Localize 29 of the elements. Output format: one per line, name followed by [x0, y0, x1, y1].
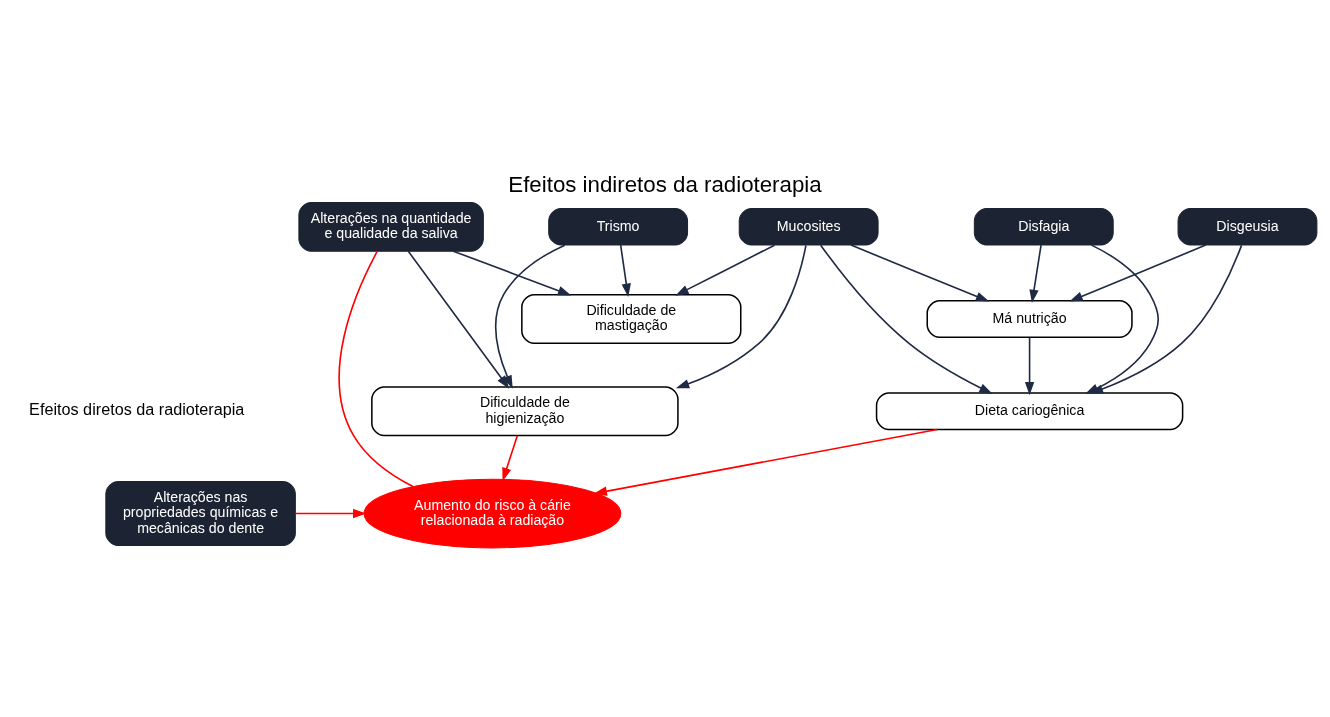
label: Efeitos diretos da radioterapia: [29, 399, 245, 418]
node-box: Mucosites: [738, 207, 879, 246]
node-box: Dificuldade de mastigação: [521, 293, 742, 344]
arrow: [495, 243, 566, 389]
node-box: Dificuldade de higienização: [371, 385, 679, 436]
arrow: [1089, 244, 1243, 394]
arrow: [407, 250, 510, 389]
arrow: [1029, 243, 1042, 303]
arrow: [1024, 336, 1035, 395]
arrow: [452, 249, 572, 295]
arrow: [675, 243, 776, 296]
arrow: [1069, 243, 1207, 302]
node-box: Alterações na quantidade e qualidade da saliva: [298, 201, 484, 252]
node-ellipse: Aumento do risco à cárie relacionada à radiação: [363, 478, 622, 548]
arrow: [675, 244, 807, 388]
node-box: Má nutrição: [926, 299, 1133, 338]
node-box: Dieta cariogênica: [875, 391, 1184, 430]
arrow: [819, 243, 993, 394]
arrow: [593, 428, 939, 496]
node-box: Trismo: [548, 207, 689, 246]
connector: [338, 250, 414, 487]
node-box: Disgeusia: [1177, 207, 1318, 246]
arrow: [294, 508, 367, 518]
node-box: Disfagia: [973, 207, 1114, 246]
node-box: Alterações nas propriedades químicas e mecânicas do dente: [105, 480, 296, 546]
arrow: [619, 243, 631, 297]
arrow: [850, 243, 990, 302]
diagram-title: Efeitos indiretos da radioterapia: [508, 171, 822, 197]
arrow: [502, 434, 519, 481]
